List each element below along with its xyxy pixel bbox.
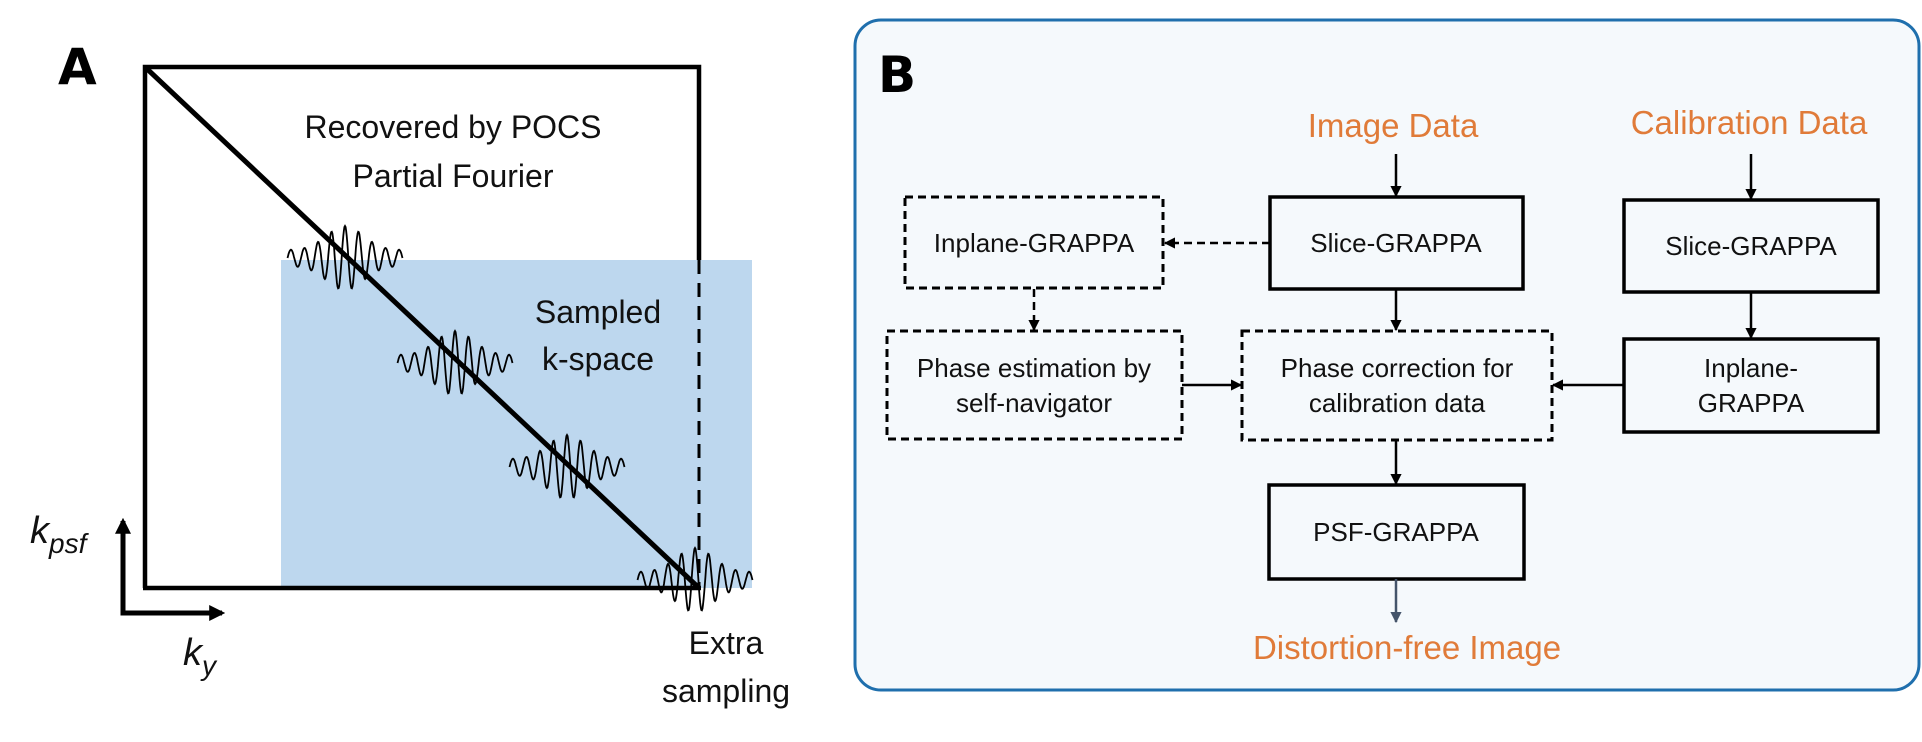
diagonal-trajectory xyxy=(143,65,701,590)
panel-b-label: B xyxy=(878,46,916,104)
node-inplane-grappa-calib: Inplane- GRAPPA xyxy=(1622,337,1880,434)
node-slice-grappa-image-label: Slice-GRAPPA xyxy=(1310,228,1482,258)
output-distortion-free-image: Distortion-free Image xyxy=(1253,629,1561,666)
node-phase-correction: Phase correction for calibration data xyxy=(1240,329,1554,442)
axis-ky-label: ky xyxy=(183,632,218,681)
input-image-data: Image Data xyxy=(1308,107,1479,144)
input-calibration-data: Calibration Data xyxy=(1631,104,1868,141)
node-phase-estimation: Phase estimation by self-navigator xyxy=(885,329,1184,441)
node-inplane-grappa-image: Inplane-GRAPPA xyxy=(903,195,1165,290)
node-phase-correction-line1: Phase correction for xyxy=(1281,353,1514,383)
extra-sampling-label-line2: sampling xyxy=(662,673,790,709)
node-slice-grappa-image: Slice-GRAPPA xyxy=(1268,195,1525,291)
wavelet-3 xyxy=(508,433,626,499)
sampled-label-line1: Sampled xyxy=(535,294,661,330)
node-slice-grappa-calib-label: Slice-GRAPPA xyxy=(1665,231,1837,261)
recovered-label-line2: Partial Fourier xyxy=(353,158,554,194)
sampled-kspace-region xyxy=(281,260,752,588)
panel-b: B Image Data Calibration Data Slice-GRAP… xyxy=(853,18,1921,692)
kspace-outline xyxy=(142,64,702,588)
panel-a: A Recovered by POCS Partial Fourier Samp… xyxy=(30,38,790,709)
node-phase-correction-line2: calibration data xyxy=(1309,388,1486,418)
axis-kpsf-label: kpsf xyxy=(30,510,90,559)
node-inplane-grappa-calib-line1: Inplane- xyxy=(1704,353,1798,383)
node-phase-estimation-line2: self-navigator xyxy=(956,388,1112,418)
panel-a-label: A xyxy=(58,38,97,96)
wavelet-4 xyxy=(636,546,754,612)
node-phase-estimation-line1: Phase estimation by xyxy=(917,353,1151,383)
sampled-label-line2: k-space xyxy=(542,341,654,377)
node-psf-grappa-label: PSF-GRAPPA xyxy=(1313,517,1479,547)
wavelet-1 xyxy=(286,224,404,290)
node-inplane-grappa-calib-line2: GRAPPA xyxy=(1698,388,1805,418)
axis-corner xyxy=(120,522,218,616)
recovered-label-line1: Recovered by POCS xyxy=(304,109,601,145)
node-inplane-grappa-image-label: Inplane-GRAPPA xyxy=(934,228,1135,258)
node-psf-grappa: PSF-GRAPPA xyxy=(1267,483,1526,581)
wavelet-2 xyxy=(396,329,514,395)
node-slice-grappa-calib: Slice-GRAPPA xyxy=(1622,198,1880,294)
extra-sampling-label-line1: Extra xyxy=(689,625,764,661)
